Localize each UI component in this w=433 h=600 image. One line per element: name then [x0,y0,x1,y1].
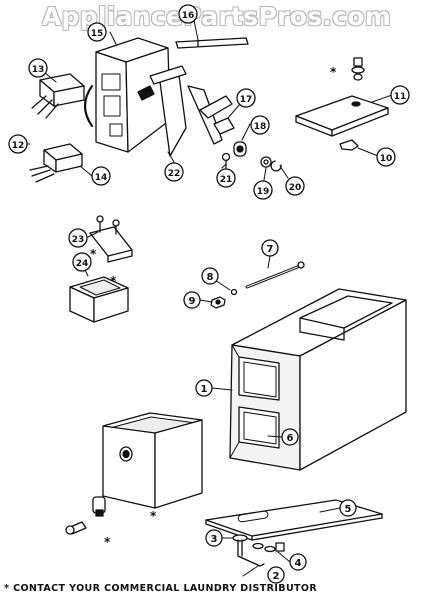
cover-plate [295,57,389,151]
callout-17: 17 [236,88,256,108]
bottom-fasteners [232,534,285,567]
svg-text:12: 12 [12,141,25,151]
asterisk-marker: * [104,535,111,549]
callout-3: 3 [205,529,223,547]
rod-assembly [210,261,305,309]
callout-9: 9 [183,291,201,309]
asterisk-marker: * [90,247,97,261]
svg-text:22: 22 [168,169,181,179]
svg-text:2: 2 [273,571,280,582]
svg-text:21: 21 [220,175,233,185]
svg-text:13: 13 [32,65,45,75]
svg-text:16: 16 [182,11,195,21]
callout-23: 23 [68,228,88,248]
svg-text:14: 14 [95,173,108,183]
leader-lines [17,19,393,577]
coin-box [102,412,203,509]
callout-24: 24 [72,252,92,272]
callout-21: 21 [216,168,236,188]
small-hardware [213,117,282,172]
asterisk-marker: * [110,274,117,288]
bracket-23 [89,215,133,263]
callout-13: 13 [28,58,48,78]
svg-text:20: 20 [289,183,302,193]
coin-mechanism [83,37,249,157]
footnote-contact-distributor: * CONTACT YOUR COMMERCIAL LAUNDRY DISTRI… [4,583,318,594]
callout-16: 16 [178,4,198,24]
svg-text:17: 17 [240,95,253,105]
asterisk-marker: * [330,65,337,79]
svg-text:8: 8 [207,272,214,283]
svg-text:4: 4 [295,558,302,569]
cabinet-housing [229,288,407,471]
callout-8: 8 [201,267,219,285]
svg-text:5: 5 [345,504,352,515]
svg-text:1: 1 [201,384,208,395]
callout-15: 15 [87,22,107,42]
callout-19: 19 [253,180,273,200]
callout-12: 12 [8,134,28,154]
callout-18: 18 [250,115,270,135]
callouts: 1 2 3 4 5 6 7 8 9 10 11 12 13 14 15 16 1… [8,4,410,584]
callout-22: 22 [164,162,184,182]
callout-6: 6 [281,428,299,446]
svg-text:9: 9 [189,296,196,307]
wiring-harness [29,73,85,183]
callout-4: 4 [289,553,307,571]
svg-text:10: 10 [380,154,393,164]
lock-and-key [65,496,106,535]
svg-text:11: 11 [394,92,407,102]
svg-text:19: 19 [257,187,270,197]
svg-text:15: 15 [91,29,104,39]
callout-5: 5 [339,499,357,517]
svg-text:23: 23 [72,235,85,245]
callout-14: 14 [91,166,111,186]
callout-11: 11 [390,85,410,105]
callout-7: 7 [261,239,279,257]
svg-text:24: 24 [76,259,89,269]
callout-10: 10 [376,147,396,167]
callout-2: 2 [267,566,285,584]
svg-text:6: 6 [287,433,294,444]
asterisk-marker: * [150,509,157,523]
tray-box [69,276,129,323]
callout-20: 20 [285,176,305,196]
asterisk-markers: * * * * * [90,65,337,549]
svg-text:3: 3 [211,534,218,545]
svg-text:7: 7 [267,244,274,255]
callout-1: 1 [195,379,213,397]
svg-text:18: 18 [254,122,267,132]
